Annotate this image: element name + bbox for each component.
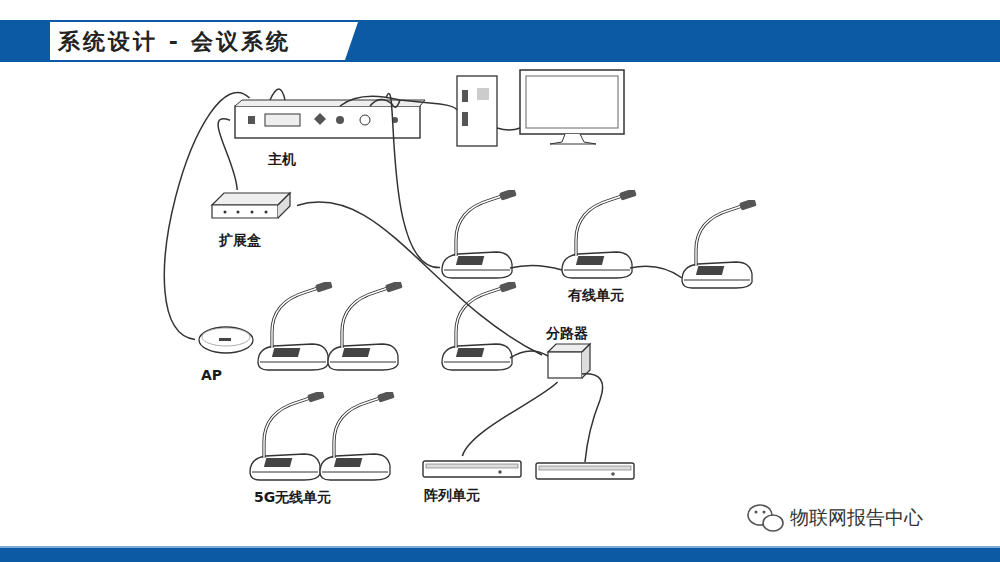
cable: [297, 202, 542, 355]
device-label: 阵列单元: [422, 486, 482, 504]
device-label: 分路器: [544, 324, 590, 342]
cable: [386, 93, 440, 267]
wired-units: 有线单元: [440, 186, 752, 306]
device-label: 5G无线单元: [252, 488, 333, 506]
access-point: AP: [195, 324, 261, 386]
device-label: 扩展盒: [217, 231, 263, 249]
splitter: 分路器: [542, 322, 594, 382]
device-label: 有线单元: [566, 286, 626, 304]
array-units: 阵列单元: [418, 456, 640, 508]
slide-title: 系统设计 - 会议系统: [58, 27, 291, 57]
device-label: AP: [199, 366, 224, 384]
device-label: 主机: [266, 150, 298, 168]
cable: [164, 92, 249, 339]
wireless-units: 5G无线单元: [248, 282, 404, 510]
expansion-box: 扩展盒: [205, 190, 297, 252]
cable: [462, 382, 557, 456]
host-device: 主机: [230, 98, 425, 172]
cable: [218, 119, 237, 190]
watermark: 物联网报告中心: [790, 505, 923, 529]
